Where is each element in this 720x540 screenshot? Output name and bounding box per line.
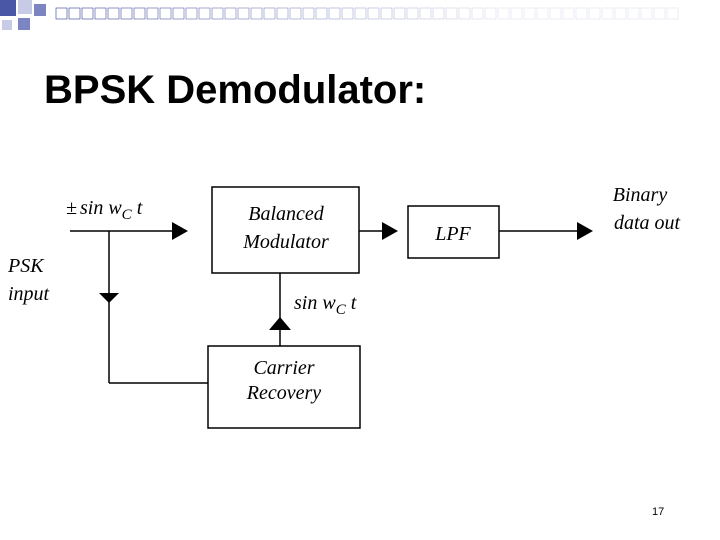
balanced-modulator-label-2: Modulator — [242, 231, 329, 253]
grid-cell — [445, 7, 458, 20]
slide-title: BPSK Demodulator: — [44, 68, 427, 112]
lpf-label: LPF — [434, 223, 471, 245]
grid-cell — [432, 7, 445, 20]
grid-cell — [484, 7, 497, 20]
grid-cell — [81, 7, 94, 20]
balanced-modulator-label-1: Balanced — [248, 203, 325, 225]
grid-cell — [601, 7, 614, 20]
grid-band — [55, 7, 679, 20]
arrow-to-modulator — [172, 222, 188, 240]
output-label-2: data out — [614, 212, 681, 234]
grid-cell — [640, 7, 653, 20]
grid-cell — [159, 7, 172, 20]
deco-square-light — [18, 0, 32, 14]
deco-square-mid — [34, 4, 46, 16]
grid-cell — [107, 7, 120, 20]
grid-cell — [497, 7, 510, 20]
grid-cell — [198, 7, 211, 20]
grid-cell — [185, 7, 198, 20]
grid-cell — [94, 7, 107, 20]
grid-cell — [289, 7, 302, 20]
lpf-box — [407, 205, 500, 259]
grid-cell — [133, 7, 146, 20]
grid-cell — [614, 7, 627, 20]
grid-cell — [302, 7, 315, 20]
bpsk-demodulator-diagram: Balanced Modulator LPF Carrier Recovery … — [7, 184, 681, 429]
input-signal-sin: sin w — [80, 197, 122, 219]
grid-cell — [224, 7, 237, 20]
grid-cell — [549, 7, 562, 20]
output-label-1: Binary — [613, 184, 668, 206]
header-decoration — [0, 0, 679, 30]
grid-cell — [653, 7, 666, 20]
grid-cell — [471, 7, 484, 20]
arrow-to-lpf — [382, 222, 398, 240]
carrier-signal-subscript: C — [336, 302, 347, 318]
plus-minus-symbol: ± — [66, 197, 77, 219]
grid-cell — [666, 7, 679, 20]
grid-cell — [380, 7, 393, 20]
deco-square-light-2 — [2, 20, 12, 30]
grid-cell — [237, 7, 250, 20]
grid-cell — [523, 7, 536, 20]
grid-cell — [250, 7, 263, 20]
grid-cell — [562, 7, 575, 20]
grid-cell — [536, 7, 549, 20]
grid-cell — [419, 7, 432, 20]
carrier-arrow — [269, 317, 291, 330]
balanced-modulator-box — [211, 186, 360, 274]
grid-cell — [393, 7, 406, 20]
grid-cell — [315, 7, 328, 20]
grid-cell — [575, 7, 588, 20]
psk-input-label-2: input — [8, 283, 50, 305]
carrier-recovery-label-1: Carrier — [253, 357, 314, 379]
input-signal-subscript: C — [122, 207, 133, 223]
grid-cell — [120, 7, 133, 20]
grid-cell — [510, 7, 523, 20]
branch-arrow — [99, 293, 119, 303]
carrier-recovery-label-2: Recovery — [246, 382, 322, 404]
grid-cell — [588, 7, 601, 20]
input-signal-t: t — [137, 197, 143, 219]
grid-cell — [146, 7, 159, 20]
grid-cell — [211, 7, 224, 20]
grid-cell — [328, 7, 341, 20]
grid-cell — [458, 7, 471, 20]
grid-cell — [367, 7, 380, 20]
grid-cell — [55, 7, 68, 20]
page-number: 17 — [652, 506, 665, 518]
grid-cell — [406, 7, 419, 20]
grid-cell — [341, 7, 354, 20]
arrow-to-output — [577, 222, 593, 240]
grid-cell — [263, 7, 276, 20]
carrier-recovery-box — [207, 345, 361, 429]
deco-square-mid-2 — [18, 18, 30, 30]
carrier-signal-t: t — [351, 292, 357, 314]
psk-input-label-1: PSK — [7, 255, 45, 277]
grid-cell — [627, 7, 640, 20]
grid-cell — [354, 7, 367, 20]
deco-square-dark — [0, 0, 16, 16]
grid-cell — [276, 7, 289, 20]
carrier-signal-sin: sin w — [294, 292, 336, 314]
grid-cell — [172, 7, 185, 20]
grid-cell — [68, 7, 81, 20]
